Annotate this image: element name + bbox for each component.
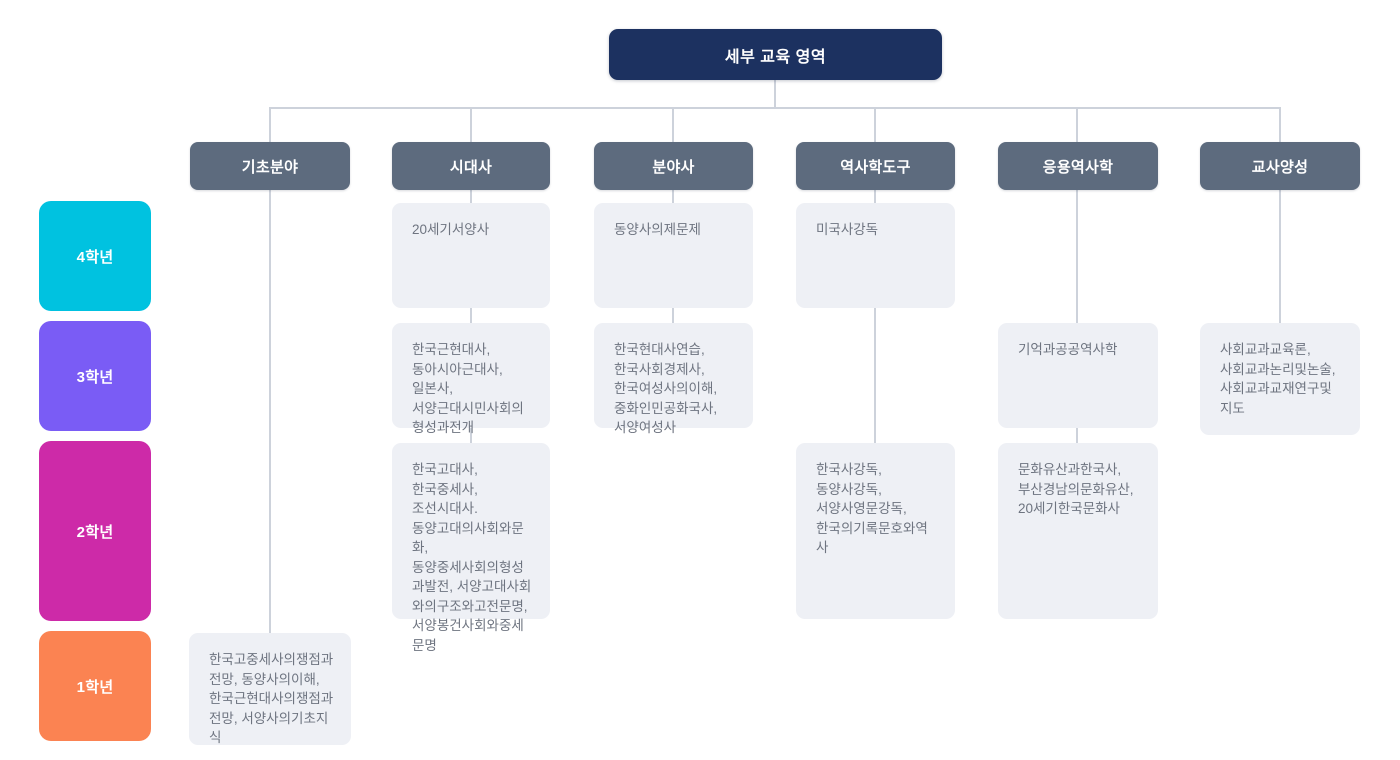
course-card-basic-field-year-1[interactable]: 한국고중세사의쟁점과전망, 동양사의이해, 한국근현대사의쟁점과전망, 서양사의…: [189, 633, 351, 745]
course-card-text: 한국현대사연습, 한국사회경제사, 한국여성사의이해, 중화인민공화국사, 서양…: [614, 342, 718, 435]
year-badge-4[interactable]: 4학년: [39, 201, 151, 311]
column-header-basic-field[interactable]: 기초분야: [190, 142, 350, 190]
course-card-text: 동양사의제문제: [614, 222, 701, 237]
course-card-text: 한국사강독, 동양사강독, 서양사영문강독, 한국의기록문호와역사: [816, 462, 928, 555]
course-card-text: 기억과공공역사학: [1018, 342, 1118, 357]
column-header-label: 시대사: [449, 158, 493, 176]
course-card-field-history-year-3[interactable]: 한국현대사연습, 한국사회경제사, 한국여성사의이해, 중화인민공화국사, 서양…: [594, 323, 753, 435]
course-card-text: 미국사강독: [816, 222, 879, 237]
connector-col-5-drop: [1076, 107, 1078, 143]
connector-col-4-drop: [874, 107, 876, 143]
course-card-history-tools-year-4[interactable]: 미국사강독: [796, 203, 955, 308]
course-card-text: 한국고대사, 한국중세사, 조선시대사. 동양고대의사회와문화, 동양중세사회의…: [412, 462, 532, 653]
column-header-label: 분야사: [652, 158, 695, 176]
year-badge-label: 1학년: [76, 678, 114, 696]
course-card-field-history-year-4[interactable]: 동양사의제문제: [594, 203, 753, 308]
column-header-label: 응용역사학: [1042, 158, 1114, 176]
year-badge-2[interactable]: 2학년: [39, 441, 151, 621]
root-node[interactable]: 세부 교육 영역: [609, 29, 942, 80]
connector-root-stem: [774, 80, 776, 108]
course-card-applied-history-year-2[interactable]: 문화유산과한국사, 부산경남의문화유산, 20세기한국문화사: [998, 443, 1158, 619]
course-card-period-history-year-2[interactable]: 한국고대사, 한국중세사, 조선시대사. 동양고대의사회와문화, 동양중세사회의…: [392, 443, 550, 653]
column-header-label: 기초분야: [241, 158, 299, 176]
column-header-applied-history[interactable]: 응용역사학: [998, 142, 1158, 190]
column-header-field-history[interactable]: 분야사: [594, 142, 753, 190]
root-node-label: 세부 교육 영역: [724, 48, 827, 66]
connector-col-3-drop: [672, 107, 674, 143]
year-badge-3[interactable]: 3학년: [39, 321, 151, 431]
connector-col-3-to-year-4: [672, 190, 674, 203]
connector-col-2-year-3-to-year-2: [470, 428, 472, 443]
connector-col-2-year-4-to-year-3: [470, 308, 472, 323]
year-badge-label: 3학년: [76, 368, 114, 386]
course-card-period-history-year-4[interactable]: 20세기서양사: [392, 203, 550, 308]
course-card-text: 문화유산과한국사, 부산경남의문화유산, 20세기한국문화사: [1018, 462, 1134, 516]
year-badge-1[interactable]: 1학년: [39, 631, 151, 741]
column-header-label: 교사양성: [1251, 158, 1309, 176]
connector-col-5-to-year-3: [1076, 190, 1078, 323]
connector-col-5-year-3-to-year-2: [1076, 428, 1078, 443]
year-badge-label: 4학년: [76, 248, 114, 266]
connector-horizontal-bus: [269, 107, 1281, 109]
course-card-text: 사회교과교육론, 사회교과논리및논술, 사회교과교재연구및지도: [1220, 342, 1336, 416]
connector-col-3-year-4-to-year-3: [672, 308, 674, 323]
connector-col-1-to-year-1: [269, 190, 271, 633]
course-card-applied-history-year-3[interactable]: 기억과공공역사학: [998, 323, 1158, 428]
year-badge-label: 2학년: [76, 523, 114, 541]
course-card-teacher-training-year-3[interactable]: 사회교과교육론, 사회교과논리및논술, 사회교과교재연구및지도: [1200, 323, 1360, 435]
course-card-text: 20세기서양사: [412, 222, 490, 237]
course-card-text: 한국근현대사, 동아시아근대사, 일본사, 서양근대시민사회의 형성과전개: [412, 342, 524, 435]
connector-col-1-drop: [269, 107, 271, 143]
connector-col-6-to-year-3: [1279, 190, 1281, 323]
connector-col-2-to-year-4: [470, 190, 472, 203]
column-header-label: 역사학도구: [840, 158, 911, 176]
column-header-period-history[interactable]: 시대사: [392, 142, 550, 190]
course-card-text: 한국고중세사의쟁점과전망, 동양사의이해, 한국근현대사의쟁점과전망, 서양사의…: [209, 652, 334, 745]
column-header-history-tools[interactable]: 역사학도구: [796, 142, 955, 190]
connector-col-4-year-4-to-year-2: [874, 308, 876, 443]
connector-col-6-drop: [1279, 107, 1281, 143]
connector-col-4-to-year-4: [874, 190, 876, 203]
course-card-period-history-year-3[interactable]: 한국근현대사, 동아시아근대사, 일본사, 서양근대시민사회의 형성과전개: [392, 323, 550, 435]
connector-col-2-drop: [470, 107, 472, 143]
column-header-teacher-training[interactable]: 교사양성: [1200, 142, 1360, 190]
course-card-history-tools-year-2[interactable]: 한국사강독, 동양사강독, 서양사영문강독, 한국의기록문호와역사: [796, 443, 955, 619]
